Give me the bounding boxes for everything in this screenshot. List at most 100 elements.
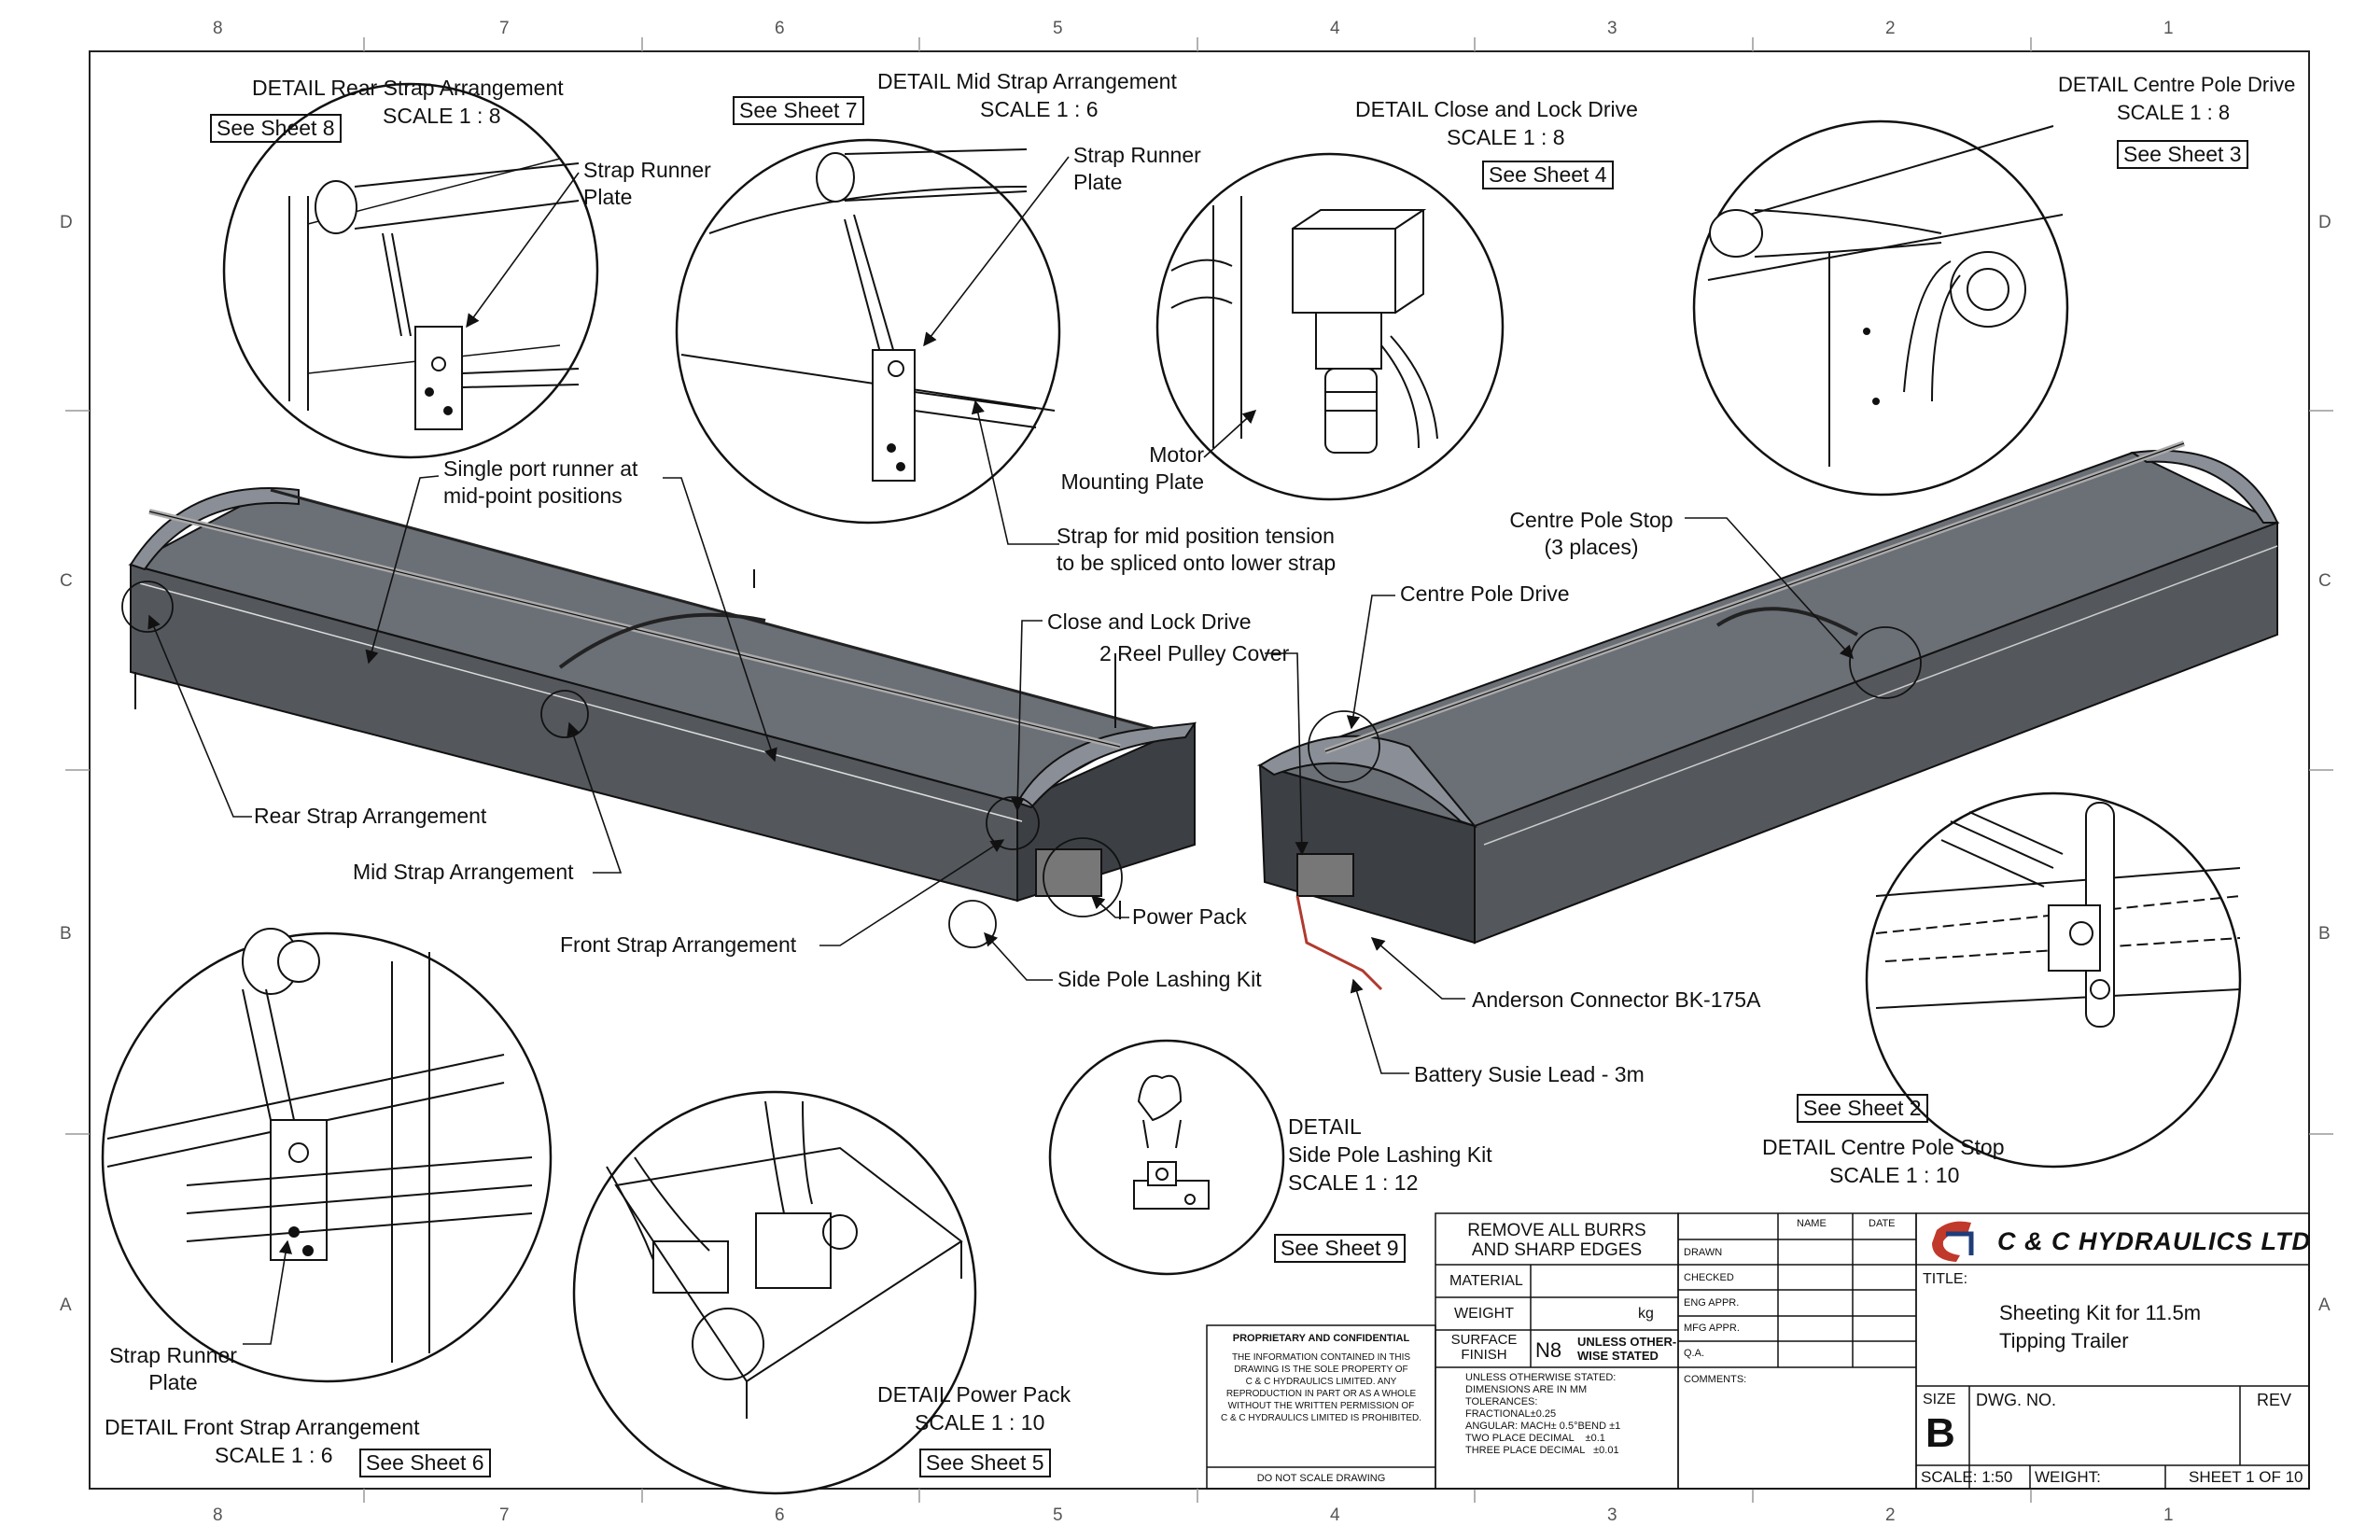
callout-side-pole-lashing: Side Pole Lashing Kit [1057, 967, 1262, 991]
mid-strap-sheet-ref: See Sheet 7 [733, 96, 864, 125]
callout-front-strap: Front Strap Arrangement [560, 932, 797, 957]
callout-centre-pole-stop: Centre Pole Stop (3 places) [1509, 508, 1673, 559]
zone-top-3: 3 [1607, 19, 1617, 38]
tb-tolerances: UNLESS OTHERWISE STATED: DIMENSIONS ARE … [1465, 1372, 1621, 1456]
tb-remove-burrs: REMOVE ALL BURRS AND SHARP EDGES [1467, 1221, 1646, 1260]
rear-strap-callout: Strap Runner Plate [583, 158, 711, 209]
tb-do-not-scale: DO NOT SCALE DRAWING [1256, 1473, 1386, 1484]
zone-top-7: 7 [499, 19, 510, 38]
zone-left-C: C [60, 571, 73, 591]
front-strap-scale: SCALE 1 : 6 [215, 1443, 333, 1467]
power-pack-sheet-ref: See Sheet 5 [919, 1449, 1051, 1477]
zone-bottom-1: 1 [2163, 1505, 2174, 1525]
tb-sheet: SHEET 1 OF 10 [2189, 1468, 2303, 1486]
close-lock-title: DETAIL Close and Lock Drive [1355, 97, 1638, 121]
centre-pole-stop-title: DETAIL Centre Pole Stop [1762, 1135, 2005, 1159]
tb-scale: SCALE: 1:50 [1921, 1468, 2013, 1486]
tb-row-eng-appr: ENG APPR. [1684, 1297, 1740, 1309]
front-strap-callout: Strap Runner Plate [109, 1343, 237, 1394]
tb-row-drawn: DRAWN [1684, 1247, 1723, 1258]
callout-rear-strap: Rear Strap Arrangement [254, 804, 487, 828]
zone-bottom-5: 5 [1053, 1505, 1063, 1525]
company-logo-icon [1932, 1221, 1974, 1262]
tb-row-checked: CHECKED [1684, 1272, 1734, 1283]
centre-pole-drive-sheet-ref: See Sheet 3 [2117, 140, 2248, 169]
close-lock-callout: Motor Mounting Plate [1060, 442, 1204, 494]
tb-col-date: DATE [1869, 1218, 1896, 1229]
front-strap-title: DETAIL Front Strap Arrangement [105, 1415, 420, 1439]
zone-bottom-8: 8 [213, 1505, 223, 1525]
zone-right-A: A [2318, 1295, 2331, 1315]
front-strap-detail [106, 928, 533, 1363]
zone-top-1: 1 [2163, 19, 2174, 38]
callout-mid-strap: Mid Strap Arrangement [353, 860, 574, 884]
side-pole-sheet-ref: See Sheet 9 [1274, 1234, 1406, 1263]
close-lock-scale: SCALE 1 : 8 [1447, 125, 1565, 149]
side-pole-scale: SCALE 1 : 12 [1288, 1170, 1419, 1195]
power-pack-detail [606, 1100, 963, 1419]
tb-size: B [1925, 1410, 1955, 1456]
close-lock-sheet-ref: See Sheet 4 [1482, 161, 1614, 189]
rear-strap-detail [288, 158, 580, 430]
mid-strap-scale: SCALE 1 : 6 [980, 97, 1099, 121]
callout-single-port-runner: Single port runner at mid-point position… [443, 456, 638, 508]
tb-row-qa: Q.A. [1684, 1348, 1705, 1359]
zone-left-A: A [60, 1295, 72, 1315]
zone-ticks [65, 37, 2333, 1503]
callout-battery-lead: Battery Susie Lead - 3m [1414, 1062, 1645, 1086]
centre-pole-drive-title: DETAIL Centre Pole Drive [2058, 73, 2296, 96]
callout-anderson-connector: Anderson Connector BK-175A [1472, 987, 1761, 1012]
tb-finish-value: N8 [1535, 1338, 1562, 1362]
centre-pole-drive-detail [1707, 125, 2064, 467]
centre-pole-stop-scale: SCALE 1 : 10 [1829, 1163, 1960, 1187]
tb-weight-unit: kg [1638, 1306, 1654, 1322]
tb-company-name: C & C HYDRAULICS LTD [1997, 1227, 2311, 1255]
tb-unless-stated: UNLESS OTHER- WISE STATED [1577, 1335, 1677, 1363]
mid-strap-title: DETAIL Mid Strap Arrangement [877, 69, 1177, 93]
tb-weight-field: WEIGHT: [2035, 1468, 2101, 1486]
tb-row-mfg-appr: MFG APPR. [1684, 1323, 1740, 1334]
tb-material-label: MATERIAL [1449, 1273, 1523, 1289]
zone-top-4: 4 [1330, 19, 1340, 38]
centre-pole-drive-scale: SCALE 1 : 8 [2117, 101, 2231, 124]
zone-top-5: 5 [1053, 19, 1063, 38]
tb-dwg-no-label: DWG. NO. [1976, 1391, 2056, 1409]
zone-right-D: D [2318, 213, 2331, 232]
side-pole-title2: Side Pole Lashing Kit [1288, 1142, 1492, 1167]
zone-bottom-6: 6 [775, 1505, 785, 1525]
rear-strap-sheet-ref: See Sheet 8 [210, 114, 342, 143]
mid-strap-detail [680, 148, 1056, 482]
front-strap-sheet-ref: See Sheet 6 [359, 1449, 491, 1477]
callout-close-lock-drive: Close and Lock Drive [1047, 609, 1252, 634]
zone-top-2: 2 [1885, 19, 1896, 38]
power-pack-title: DETAIL Power Pack [877, 1382, 1071, 1407]
tb-size-label: SIZE [1923, 1392, 1956, 1407]
left-power-pack [1035, 848, 1102, 897]
power-pack-scale: SCALE 1 : 10 [915, 1410, 1045, 1435]
zone-left-B: B [60, 924, 72, 944]
centre-pole-stop-detail [1875, 802, 2241, 1028]
side-pole-lashing-detail [1133, 1074, 1210, 1210]
rear-strap-title: DETAIL Rear Strap Arrangement [252, 76, 564, 100]
mid-strap-callout: Strap Runner Plate [1073, 143, 1201, 194]
tb-title: Sheeting Kit for 11.5m Tipping Trailer [1999, 1301, 2202, 1352]
zone-right-C: C [2318, 571, 2331, 591]
tb-row-comments: COMMENTS: [1684, 1374, 1747, 1385]
tb-weight-label: WEIGHT [1454, 1306, 1514, 1322]
callout-reel-pulley-cover: 2 Reel Pulley Cover [1099, 641, 1290, 665]
zone-bottom-7: 7 [499, 1505, 510, 1525]
callout-power-pack: Power Pack [1132, 904, 1247, 929]
close-lock-detail [1170, 196, 1438, 454]
tb-surface-finish: SURFACE FINISH [1450, 1332, 1518, 1363]
zone-right-B: B [2318, 924, 2331, 944]
title-block-grid [1206, 1212, 2310, 1490]
zone-bottom-4: 4 [1330, 1505, 1340, 1525]
zone-bottom-2: 2 [1885, 1505, 1896, 1525]
side-pole-title: DETAIL [1288, 1114, 1362, 1139]
centre-pole-stop-sheet-ref: See Sheet 2 [1797, 1094, 1928, 1123]
tb-rev-label: REV [2257, 1391, 2292, 1409]
tb-proprietary: PROPRIETARY AND CONFIDENTIAL [1232, 1333, 1410, 1344]
tb-col-name: NAME [1797, 1218, 1827, 1229]
